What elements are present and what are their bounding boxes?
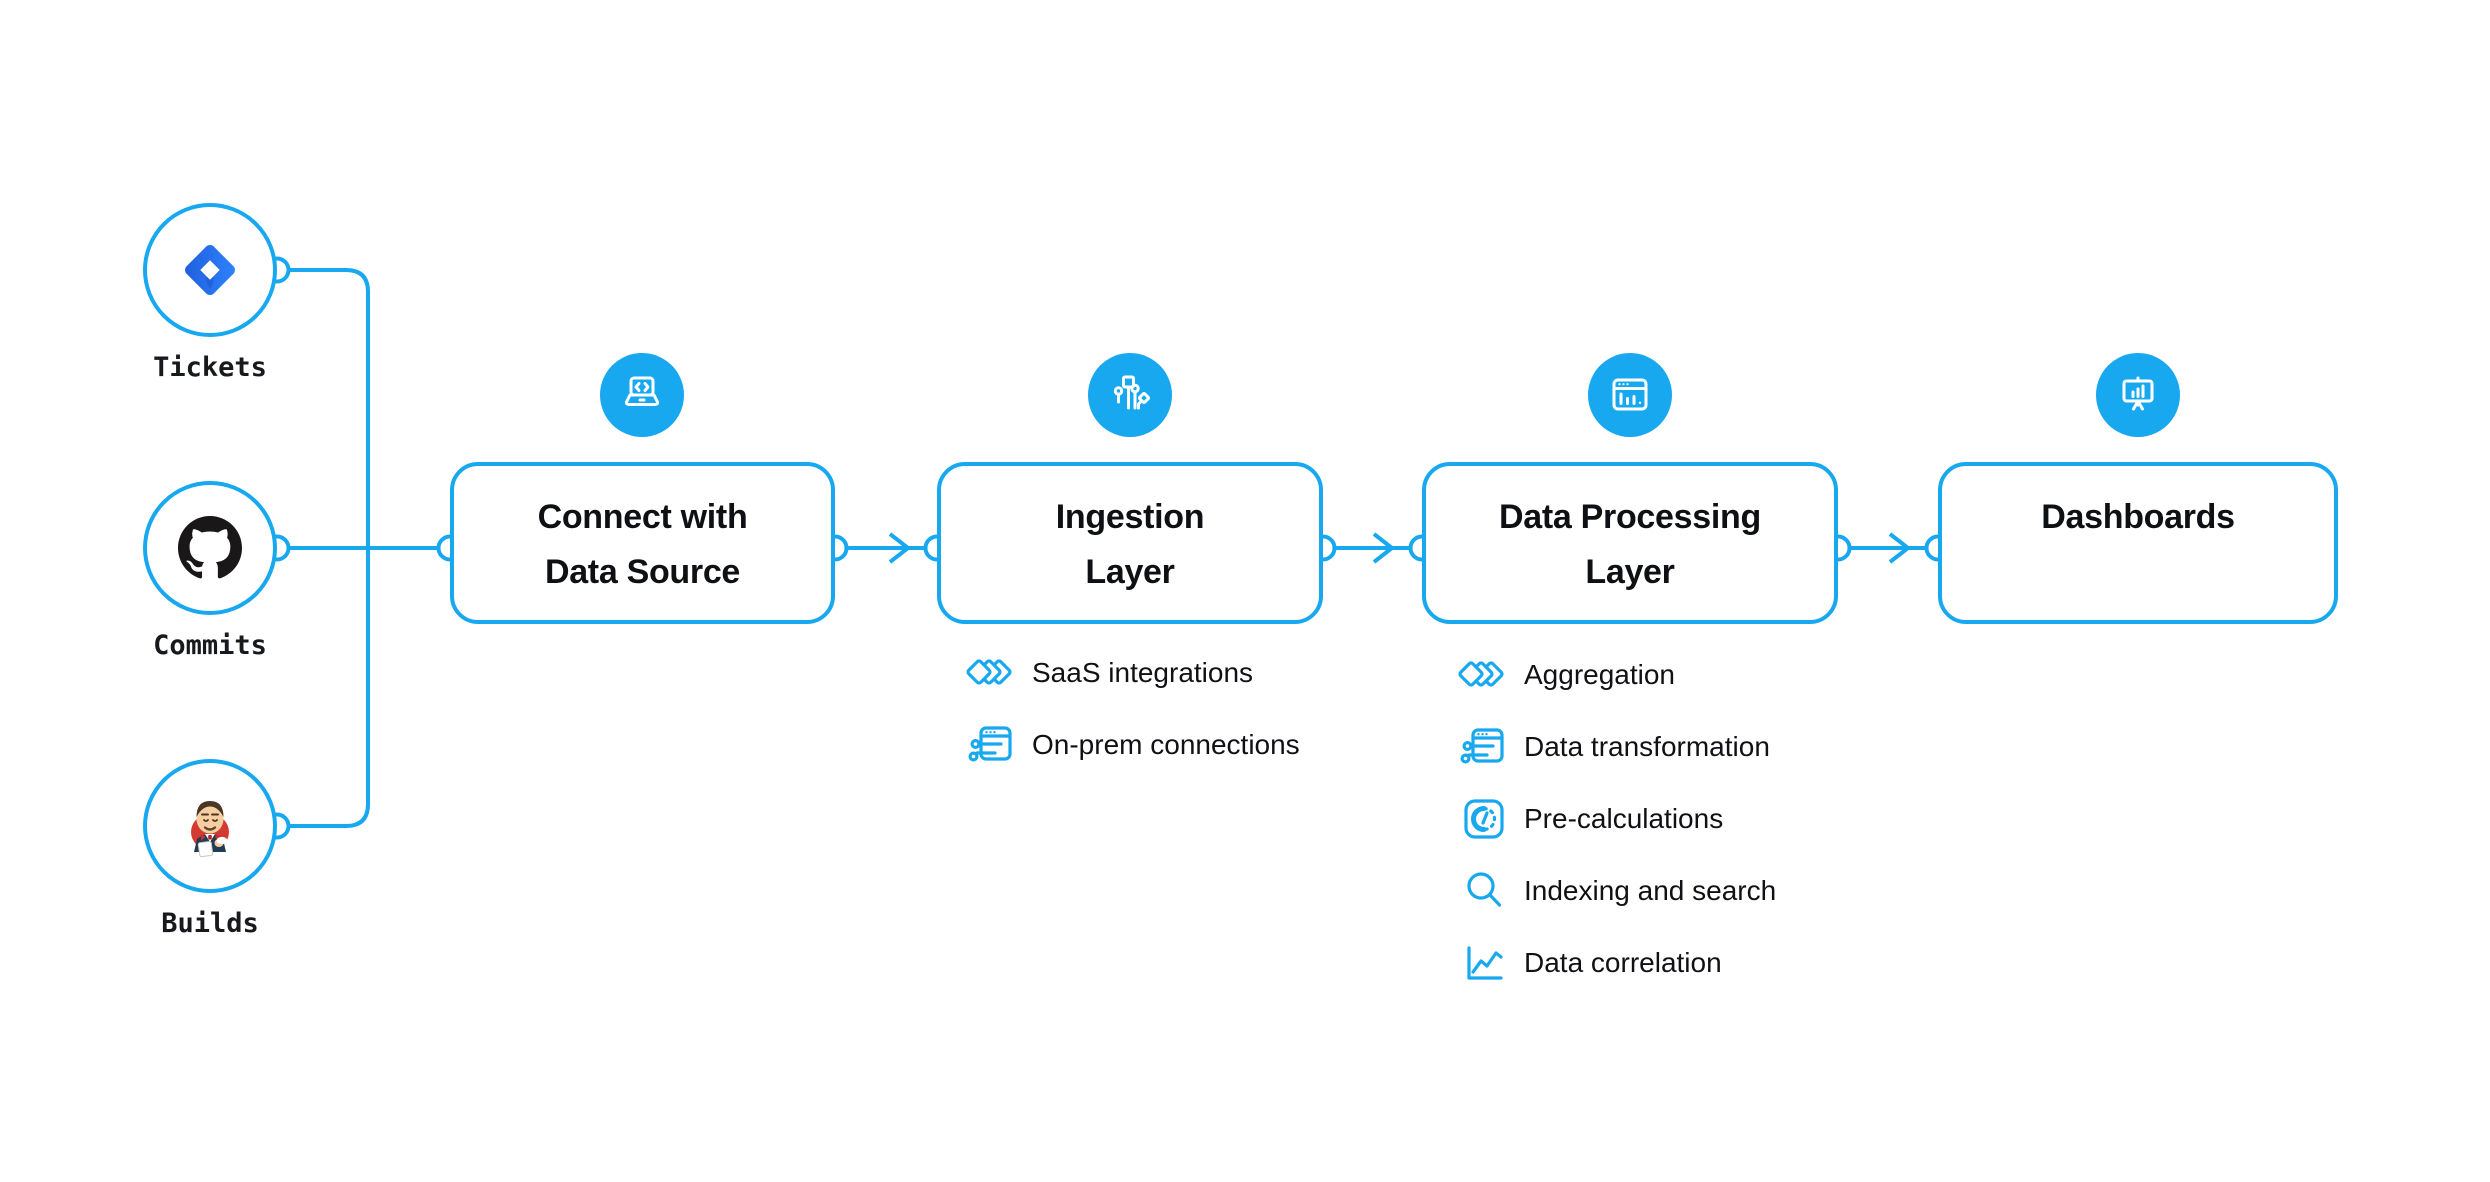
source-node-builds: [143, 759, 277, 893]
line-chart-icon: [1458, 942, 1510, 984]
stage-bubble-dashboards: [2096, 353, 2180, 437]
list-item-label: Data transformation: [1524, 731, 1770, 762]
stage-title: Dashboards: [2041, 498, 2235, 536]
source-label-builds: Builds: [161, 908, 259, 939]
source-node-commits: [143, 481, 277, 615]
list-item: Indexing and search: [1458, 855, 1776, 927]
jenkins-icon: [191, 801, 229, 858]
window-bar-chart-icon: [1612, 378, 1648, 411]
list-item-label: SaaS integrations: [1032, 657, 1254, 688]
list-item-label: Pre-calculations: [1524, 803, 1724, 834]
source-label-tickets: Tickets: [153, 352, 267, 383]
search-icon: [1458, 868, 1510, 914]
triple-diamonds-icon: [1458, 656, 1510, 694]
list-item: Aggregation: [1458, 639, 1776, 711]
arrowhead-icon: [888, 532, 912, 564]
ingestion-feature-list: SaaS integrations On-prem connections: [966, 637, 1300, 781]
window-sliders-icon: [966, 721, 1018, 769]
presentation-chart-icon: [2122, 376, 2154, 411]
arrowhead-icon: [1888, 532, 1912, 564]
list-item-label: Indexing and search: [1524, 875, 1777, 906]
jira-icon: [185, 245, 235, 295]
list-item-label: On-prem connections: [1032, 729, 1300, 760]
stage-bubble-connect: [600, 353, 684, 437]
list-item: SaaS integrations: [966, 637, 1300, 709]
list-item: Data correlation: [1458, 927, 1776, 999]
github-icon: [178, 516, 242, 579]
list-item: Data transformation: [1458, 711, 1776, 783]
list-item: Pre-calculations: [1458, 783, 1776, 855]
source-label-commits: Commits: [153, 630, 267, 661]
gauge-icon: [1458, 796, 1510, 842]
source-node-tickets: [143, 203, 277, 337]
arrowhead-icon: [1372, 532, 1396, 564]
window-sliders-icon: [1458, 723, 1510, 771]
stage-bubble-ingestion: [1088, 353, 1172, 437]
processing-feature-list: Aggregation Data transformation: [1458, 639, 1776, 999]
stage-box-dashboards: Dashboards: [1938, 462, 2338, 624]
list-item-label: Aggregation: [1524, 659, 1676, 690]
laptop-code-icon: [624, 376, 660, 406]
triple-diamonds-icon: [966, 654, 1018, 692]
circuit-branches-icon: [1113, 375, 1151, 410]
stage-bubble-processing: [1588, 353, 1672, 437]
list-item-label: Data correlation: [1524, 947, 1722, 978]
list-item: On-prem connections: [966, 709, 1300, 781]
